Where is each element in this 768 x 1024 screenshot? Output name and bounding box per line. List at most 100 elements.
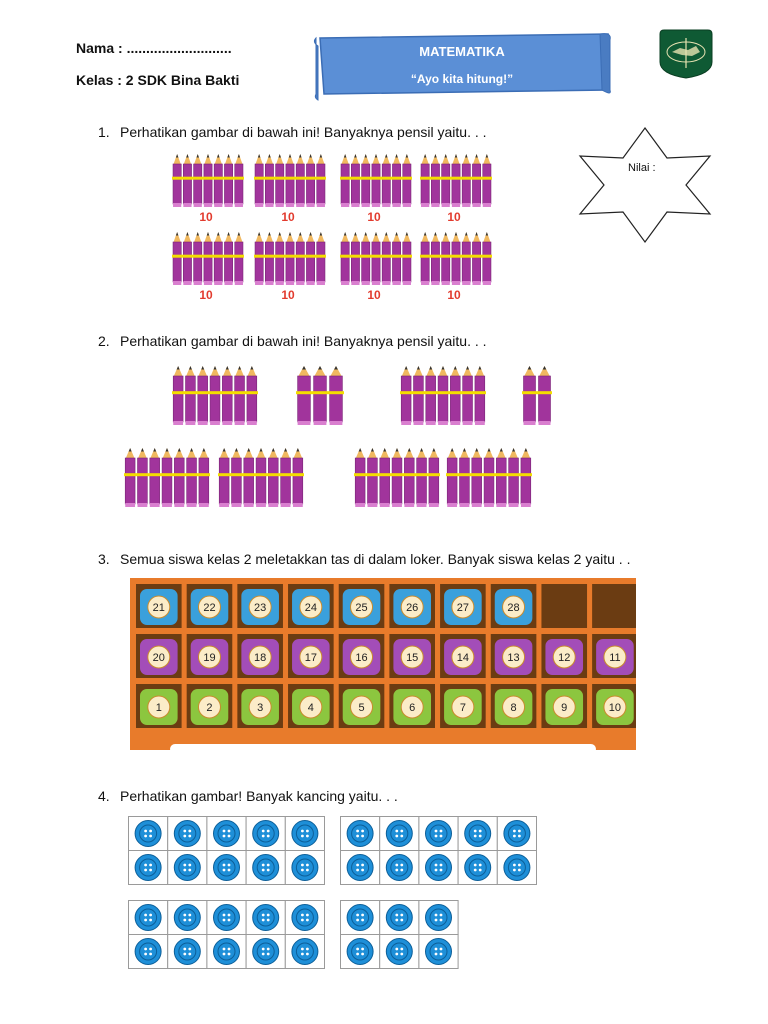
pencil-icon	[450, 366, 461, 425]
pencil-icon	[124, 448, 136, 507]
backpack-icon	[545, 639, 584, 675]
button-icon	[252, 820, 280, 847]
pencil-icon	[400, 366, 412, 425]
pencil-icon	[218, 448, 230, 507]
backpack-icon	[342, 639, 381, 675]
bundle-count-label: 10	[447, 288, 461, 302]
backpack-icon	[444, 589, 482, 625]
pencil-icon	[538, 366, 551, 425]
bundle-count-label: 10	[281, 210, 295, 224]
bundle-count-label: 10	[199, 210, 213, 224]
pencil-icon	[183, 232, 192, 285]
pencil-icon	[446, 448, 458, 507]
locker-number: 4	[308, 702, 314, 714]
score-label: Nilai :	[628, 162, 656, 174]
locker-number: 1	[156, 702, 162, 714]
pencil-icon	[254, 232, 264, 285]
pencil-icon	[246, 366, 258, 425]
button-icon	[173, 904, 201, 931]
locker-number: 19	[203, 652, 215, 664]
pencil-bundle	[354, 448, 440, 507]
pencil-icon	[461, 154, 471, 207]
pencil-icon	[420, 154, 430, 207]
pencil-icon	[203, 232, 213, 285]
pencil-icon	[413, 366, 424, 425]
pencil-icon	[371, 154, 381, 207]
pencil-icon	[295, 154, 305, 207]
locker-number: 28	[507, 602, 519, 614]
ten-frame	[340, 900, 459, 969]
score-star: Nilai :	[578, 126, 712, 244]
pencil-bundle	[218, 448, 304, 507]
pencil-icon	[329, 366, 343, 425]
pencil-icon	[174, 448, 185, 507]
pencil-icon	[459, 448, 470, 507]
button-icon	[425, 820, 452, 847]
button-icon	[213, 938, 240, 965]
button-icon	[291, 938, 319, 965]
backpack-icon	[393, 639, 431, 675]
pencil-icon	[508, 448, 519, 507]
pencil-icon	[474, 366, 486, 425]
locker-number: 12	[558, 652, 570, 664]
button-icon	[252, 854, 280, 881]
button-icon	[213, 904, 240, 931]
ten-frame	[128, 816, 326, 885]
pencil-icon	[431, 232, 440, 285]
button-icon	[213, 854, 240, 881]
pencil-bundle	[296, 366, 344, 425]
locker-number: 14	[457, 652, 469, 664]
locker-number: 10	[609, 702, 621, 714]
pencil-icon	[224, 232, 233, 285]
button-icon	[134, 938, 162, 965]
backpack-icon	[292, 639, 330, 675]
pencil-icon	[391, 448, 403, 507]
pencil-bundle	[172, 154, 244, 207]
backpack-icon	[190, 589, 229, 625]
locker-number: 13	[507, 652, 519, 664]
question-text: Perhatikan gambar! Banyak kancing yaitu.…	[120, 788, 398, 804]
pencil-icon	[441, 154, 451, 207]
pencil-icon	[203, 154, 213, 207]
question-number: 1.	[98, 124, 110, 140]
pencil-bundle	[172, 232, 244, 285]
pencil-icon	[361, 232, 371, 285]
backpack-icon	[494, 639, 533, 675]
pencil-icon	[367, 448, 378, 507]
pencil-bundle	[254, 232, 326, 285]
button-icon	[425, 938, 452, 965]
backpack-icon	[444, 639, 482, 675]
question-text: Perhatikan gambar di bawah ini! Banyakny…	[120, 333, 487, 349]
class-label: Kelas : 2 SDK Bina Bakti	[76, 72, 240, 88]
pencil-icon	[161, 448, 173, 507]
bundle-count-label: 10	[367, 210, 381, 224]
backpack-icon	[494, 689, 533, 725]
pencil-icon	[425, 366, 436, 425]
pencil-icon	[292, 448, 304, 507]
bundle-count-label: 10	[199, 288, 213, 302]
locker-number: 17	[305, 652, 317, 664]
backpack-icon	[494, 589, 533, 625]
pencil-icon	[275, 232, 285, 285]
pencil-icon	[371, 232, 381, 285]
pencil-icon	[306, 232, 315, 285]
backpack-icon	[190, 689, 229, 725]
backpack-icon	[444, 689, 482, 725]
pencil-icon	[243, 448, 254, 507]
backpack-icon	[292, 589, 330, 625]
bundle-count-label: 10	[447, 210, 461, 224]
locker-number: 11	[609, 652, 620, 664]
question-number: 3.	[98, 551, 110, 567]
locker-number: 22	[203, 602, 215, 614]
pencil-icon	[381, 232, 391, 285]
backpack-icon	[393, 689, 431, 725]
question-3: 3.Semua siswa kelas 2 meletakkan tas di …	[98, 551, 630, 567]
pencil-icon	[265, 154, 274, 207]
pencil-icon	[209, 366, 221, 425]
button-icon	[173, 820, 201, 847]
pencil-icon	[472, 232, 481, 285]
button-icon	[464, 854, 492, 881]
button-icon	[385, 820, 413, 847]
backpack-icon	[393, 589, 431, 625]
